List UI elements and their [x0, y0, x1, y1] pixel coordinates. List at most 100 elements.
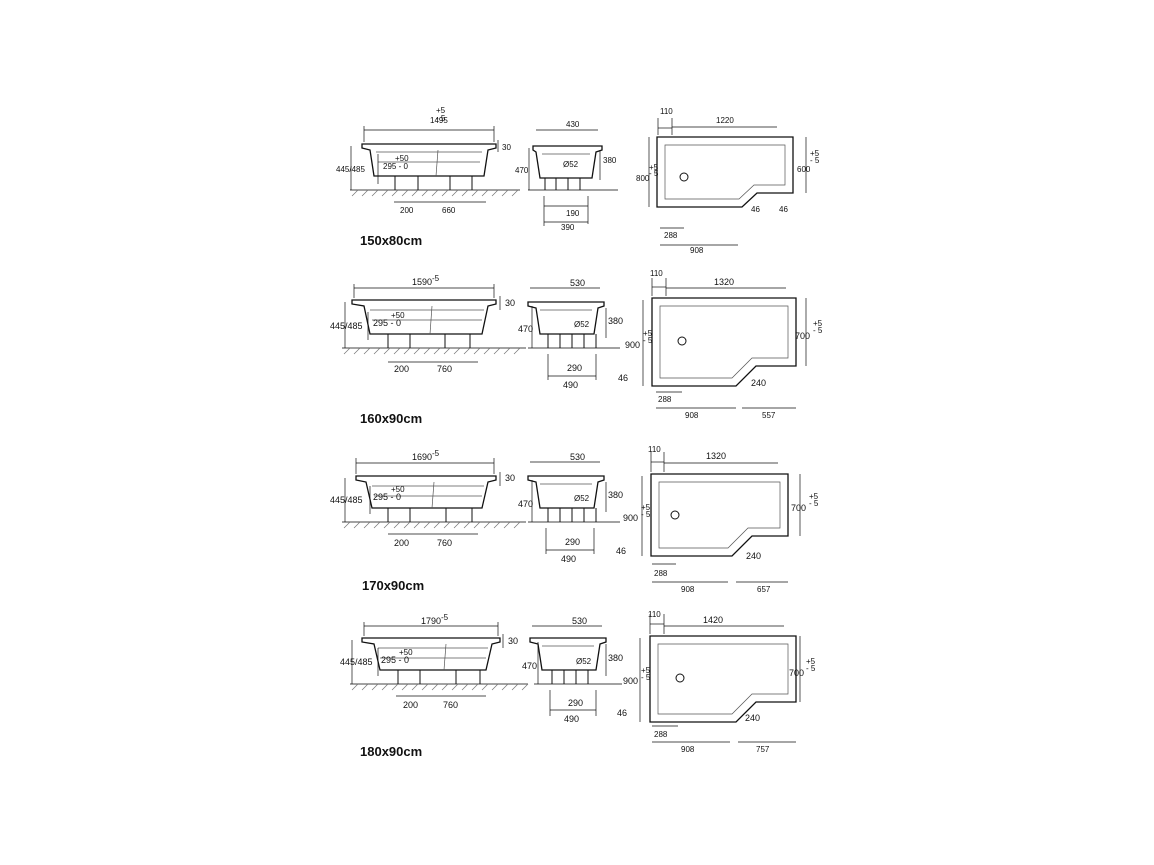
- plan-width-tol-plus: +5: [643, 329, 653, 338]
- end-depth: 380: [608, 490, 623, 500]
- plan-view: 110 1320 900 +5 - 5 700 +5 - 5 46 240 28…: [616, 445, 819, 594]
- section-title: 170x90cm: [362, 578, 424, 593]
- section-180x90: 1790 -5 30 445/485 +50 295 - 0 200 760 5…: [340, 610, 816, 759]
- plan-step-2: 46: [779, 205, 788, 214]
- drain-icon: [679, 172, 689, 182]
- end-drain: Ø52: [574, 320, 590, 329]
- side-tol: -5: [432, 274, 440, 283]
- plan-width-tol-plus: +5: [641, 666, 651, 675]
- side-length: 1690: [412, 452, 432, 462]
- side-adj: 295 - 0: [373, 492, 401, 502]
- end-width: 430: [566, 120, 580, 129]
- plan-width-tol-plus: +5: [641, 503, 651, 512]
- section-170x90: 1690 -5 30 445/485 +50 295 - 0 200 760 5…: [330, 445, 819, 594]
- side-height: 445/485: [340, 657, 373, 667]
- end-elevation: 530 470 380 Ø52 290 490: [518, 452, 623, 564]
- plan-length: 1320: [706, 451, 726, 461]
- side-adj-plus: +50: [391, 311, 405, 320]
- side-length: 1590: [412, 277, 432, 287]
- end-drain: Ø52: [563, 160, 579, 169]
- plan-view: 110 1320 900 +5 - 5 700 +5 - 5 46 240 28…: [618, 269, 823, 420]
- end-elevation: 430 470 380 Ø52 190 390: [515, 120, 618, 232]
- plan-narrow-tol-plus: +5: [813, 319, 823, 328]
- side-adj: 295 - 0: [383, 162, 408, 171]
- plan-narrow-tol-plus: +5: [809, 492, 819, 501]
- side-top: 30: [505, 473, 515, 483]
- end-inner: 290: [565, 537, 580, 547]
- plan-step: 46: [751, 205, 760, 214]
- side-tol-minus: - 5: [436, 114, 446, 123]
- leg-b: 760: [443, 700, 458, 710]
- plan-narrow: 600: [797, 165, 811, 174]
- end-height: 470: [518, 324, 533, 334]
- plan-wide-len: 908: [681, 745, 695, 754]
- plan-offset: 110: [648, 445, 661, 454]
- end-width: 530: [570, 452, 585, 462]
- section-title: 180x90cm: [360, 744, 422, 759]
- plan-step: 46: [616, 546, 626, 556]
- side-elevation: 1690 -5 30 445/485 +50 295 - 0 200 760: [330, 449, 526, 548]
- side-adj-plus: +50: [395, 154, 409, 163]
- plan-view: 110 1420 900 +5 - 5 700 +5 - 5 46 240 28…: [617, 610, 816, 754]
- plan-width: 900: [623, 676, 638, 686]
- plan-narrow-tol-plus: +5: [806, 657, 816, 666]
- section-150x80: 1495 +5 - 5 30 445/485 +50 295 - 0 200 6…: [336, 106, 820, 255]
- side-elevation: 1495 +5 - 5 30 445/485 +50 295 - 0 200 6…: [336, 106, 520, 215]
- section-title: 150x80cm: [360, 233, 422, 248]
- end-drain: Ø52: [576, 657, 592, 666]
- end-inner: 290: [568, 698, 583, 708]
- side-elevation: 1590 -5 30 445/485 +50 295 - 0 200 760: [330, 274, 526, 374]
- plan-narrow-len: 657: [757, 585, 771, 594]
- end-height: 470: [522, 661, 537, 671]
- end-height: 470: [518, 499, 533, 509]
- end-outer: 490: [561, 554, 576, 564]
- side-length: 1495: [430, 116, 448, 125]
- side-adj: 295 - 0: [381, 655, 409, 665]
- leg-b: 660: [442, 206, 456, 215]
- drain-icon: [677, 336, 687, 346]
- plan-width: 800: [636, 174, 650, 183]
- section-160x90: 1590 -5 30 445/485 +50 295 - 0 200 760 5…: [330, 269, 823, 426]
- leg-a: 200: [394, 538, 409, 548]
- plan-chamfer: 240: [745, 713, 760, 723]
- plan-offset: 110: [648, 610, 661, 619]
- end-depth: 380: [603, 156, 617, 165]
- section-title: 160x90cm: [360, 411, 422, 426]
- plan-narrow: 700: [795, 331, 810, 341]
- end-elevation: 530 470 380 Ø52 290 490: [522, 616, 623, 724]
- plan-chamfer: 240: [746, 551, 761, 561]
- plan-narrow-tol-plus: +5: [810, 149, 820, 158]
- leg-a: 200: [394, 364, 409, 374]
- plan-length: 1320: [714, 277, 734, 287]
- end-depth: 380: [608, 316, 623, 326]
- side-elevation: 1790 -5 30 445/485 +50 295 - 0 200 760: [340, 613, 529, 710]
- plan-wide-len: 908: [690, 246, 704, 255]
- end-drain: Ø52: [574, 494, 590, 503]
- plan-width: 900: [625, 340, 640, 350]
- plan-narrow-tol-minus: - 5: [809, 499, 819, 508]
- plan-drain-pos: 288: [658, 395, 672, 404]
- plan-width-tol-minus: - 5: [641, 673, 651, 682]
- plan-length: 1220: [716, 116, 734, 125]
- plan-width-tol-minus: - 5: [649, 169, 659, 178]
- leg-a: 200: [400, 206, 414, 215]
- plan-view: 110 1220 800 +5 - 5 600 +5 - 5 46 46 288…: [636, 107, 820, 255]
- plan-width-tol-plus: +5: [649, 163, 659, 172]
- plan-narrow-tol-minus: - 5: [806, 664, 816, 673]
- side-adj: 295 - 0: [373, 318, 401, 328]
- end-depth: 380: [608, 653, 623, 663]
- side-tol: -5: [441, 613, 449, 622]
- plan-length: 1420: [703, 615, 723, 625]
- drain-icon: [670, 510, 680, 520]
- side-tol-plus: +5: [436, 106, 446, 115]
- side-height: 445/485: [330, 321, 363, 331]
- plan-wide-len: 908: [681, 585, 695, 594]
- side-top: 30: [505, 298, 515, 308]
- plan-offset: 110: [660, 107, 673, 116]
- side-tol: -5: [432, 449, 440, 458]
- side-height: 445/485: [330, 495, 363, 505]
- drain-icon: [675, 673, 685, 683]
- plan-narrow-len: 757: [756, 745, 770, 754]
- plan-width-tol-minus: - 5: [641, 510, 651, 519]
- plan-narrow: 700: [791, 503, 806, 513]
